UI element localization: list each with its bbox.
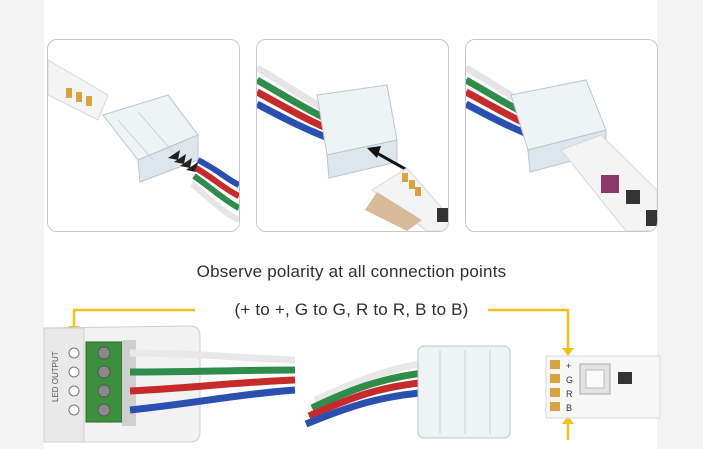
arrow-icon [562, 416, 574, 424]
polarity-plus-icon [68, 347, 80, 359]
polarity-instruction: Observe polarity at all connection point… [196, 262, 507, 281]
strip-pin-b: B [566, 403, 572, 413]
step-3-image [465, 39, 658, 232]
strip-pin-r: R [566, 389, 573, 399]
polarity-mapping: (+ to +, G to G, R to R, B to B) [234, 300, 469, 319]
connector-open-illustration [48, 40, 239, 231]
wires-inserted-illustration [257, 40, 448, 231]
arrow-icon [367, 146, 408, 172]
arrow-icon [562, 348, 574, 356]
step-1-image [47, 39, 240, 232]
wiring-diagram: LED OUTPUT [43, 308, 661, 443]
strip-pin-plus: + [566, 361, 571, 371]
step-2-image [256, 39, 449, 232]
strip-pin-g: G [566, 375, 573, 385]
connector-closed-illustration [466, 40, 657, 231]
arrow-icon [168, 150, 198, 172]
controller-label: LED OUTPUT [51, 351, 60, 402]
